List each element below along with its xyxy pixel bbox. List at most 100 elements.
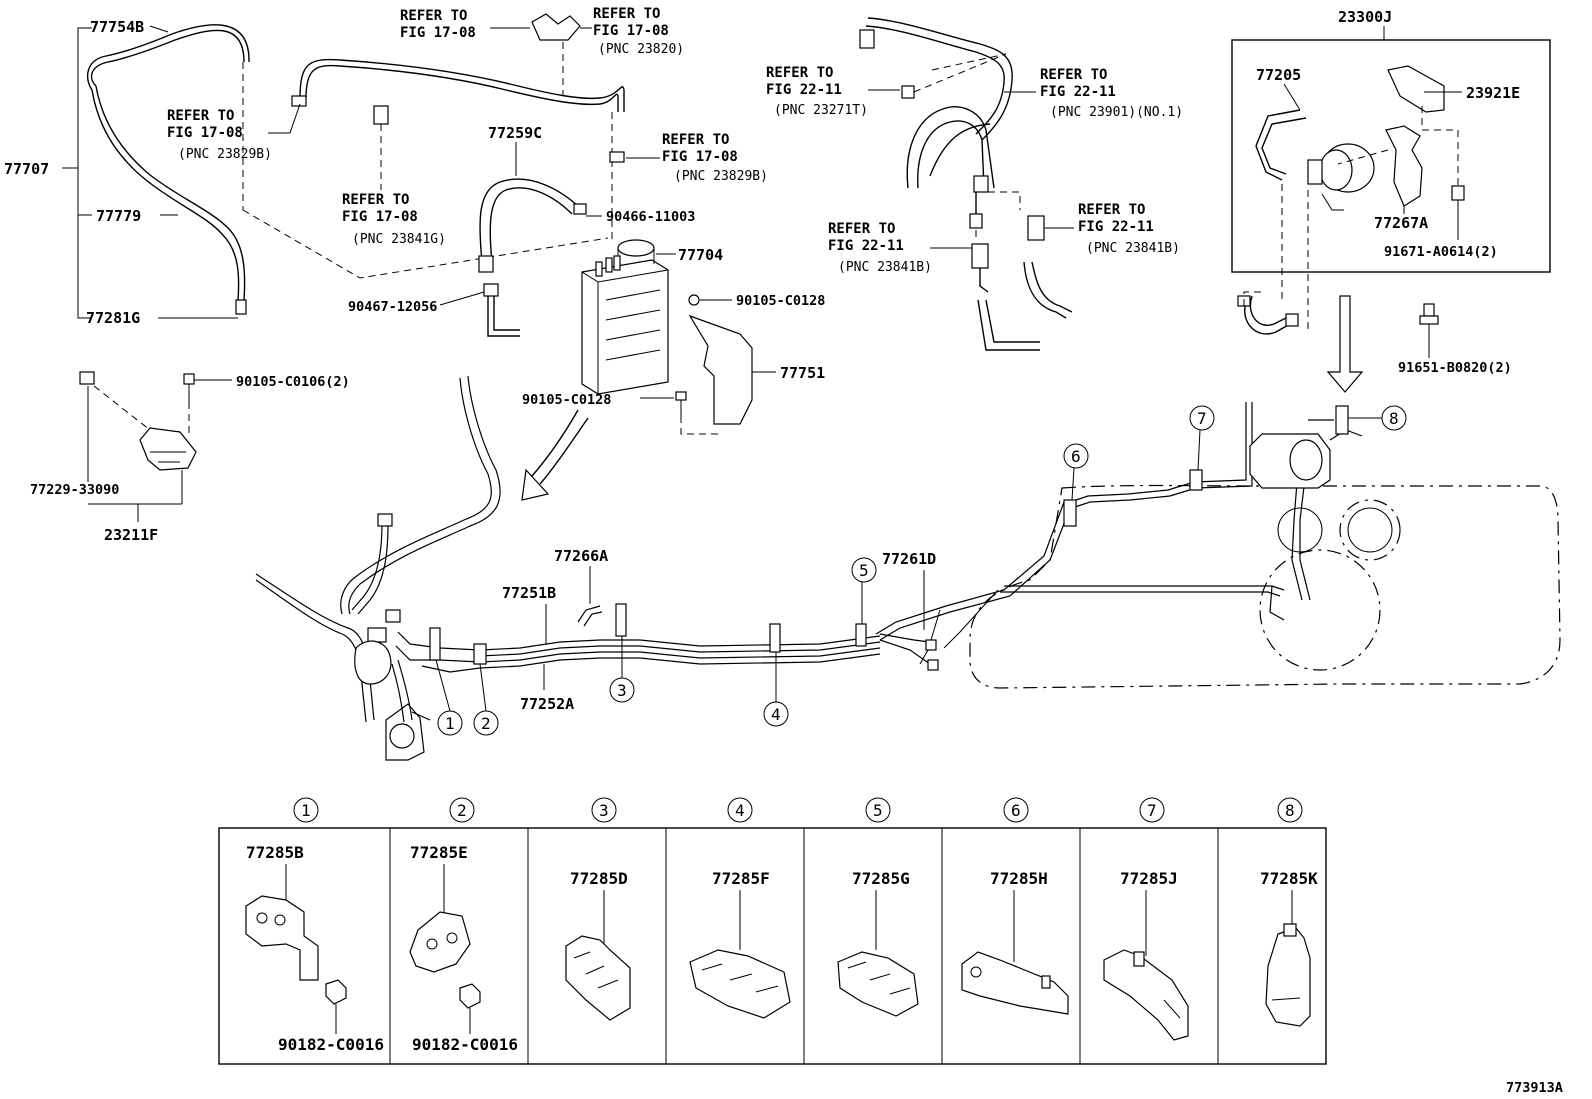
clamp-cell-2: 2 77285E 90182-C0016: [409, 797, 518, 1054]
svg-text:2: 2: [457, 801, 467, 820]
svg-text:REFER TO: REFER TO: [828, 221, 895, 237]
svg-text:5: 5: [859, 561, 869, 580]
callout-8: 8: [1348, 405, 1407, 431]
refer-note-5: REFER TO FIG 17-08 (PNC 23829B): [626, 132, 768, 184]
svg-text:FIG 17-08: FIG 17-08: [342, 209, 418, 225]
svg-text:(PNC 23901)(NO.1): (PNC 23901)(NO.1): [1050, 105, 1183, 120]
svg-text:4: 4: [771, 705, 781, 724]
svg-text:1: 1: [301, 801, 311, 820]
svg-text:(PNC 23829B): (PNC 23829B): [178, 147, 272, 162]
callout-5: 5: [851, 557, 877, 624]
refer-note-6: REFER TO FIG 22-11 (PNC 23271T): [766, 65, 900, 118]
clamp-cell-6: 6 77285H: [961, 797, 1069, 1015]
svg-text:77285E: 77285E: [410, 843, 468, 862]
svg-text:(PNC 23271T): (PNC 23271T): [774, 103, 868, 118]
svg-text:FIG 17-08: FIG 17-08: [167, 125, 243, 141]
svg-text:2: 2: [481, 714, 491, 733]
refer-note-9: REFER TO FIG 22-11 (PNC 23841B): [1044, 202, 1180, 256]
svg-text:FIG 17-08: FIG 17-08: [593, 23, 669, 39]
fuel-tube-assembly: [859, 17, 1073, 351]
clamp-cell-7: 7 77285J: [1103, 797, 1189, 1041]
svg-text:(PNC 23841G): (PNC 23841G): [352, 232, 446, 247]
label-90467: 90467-12056: [348, 299, 437, 315]
svg-text:REFER TO: REFER TO: [593, 6, 660, 22]
figure-id: 773913A: [1506, 1080, 1563, 1096]
label-90105-b: 90105-C0128: [522, 392, 611, 408]
refer-note-7: REFER TO FIG 22-11 (PNC 23901)(NO.1): [1004, 67, 1183, 120]
svg-text:FIG 22-11: FIG 22-11: [1040, 84, 1116, 100]
upper-vapor-pipe: [242, 13, 625, 279]
svg-text:FIG 17-08: FIG 17-08: [662, 149, 738, 165]
label-77704: 77704: [678, 246, 723, 264]
clamp-cell-5: 5 77285G: [837, 797, 919, 1017]
callout-6: 6: [1063, 443, 1089, 501]
main-tube-routing: [255, 375, 1561, 761]
svg-text:8: 8: [1389, 409, 1399, 428]
svg-text:90182-C0016: 90182-C0016: [412, 1035, 518, 1054]
svg-text:77285J: 77285J: [1120, 869, 1178, 888]
label-77751: 77751: [780, 364, 825, 382]
label-77754B: 77754B: [90, 18, 144, 36]
clamp-cell-1: 1 77285B 90182-C0016: [245, 797, 384, 1054]
label-23300J: 23300J: [1338, 8, 1392, 26]
svg-text:FIG 17-08: FIG 17-08: [400, 25, 476, 41]
svg-text:77285K: 77285K: [1260, 869, 1318, 888]
svg-text:FIG 22-11: FIG 22-11: [1078, 219, 1154, 235]
svg-text:(PNC 23829B): (PNC 23829B): [674, 169, 768, 184]
svg-text:REFER TO: REFER TO: [167, 108, 234, 124]
refer-note-4: REFER TO FIG 17-08 (PNC 23841G): [342, 192, 446, 247]
label-23211F: 23211F: [104, 526, 158, 544]
svg-text:77285G: 77285G: [852, 869, 910, 888]
svg-text:REFER TO: REFER TO: [342, 192, 409, 208]
refer-note-3: REFER TO FIG 17-08 (PNC 23829B): [167, 103, 301, 162]
label-77251B: 77251B: [502, 584, 556, 602]
clamp-cell-8: 8 77285K: [1260, 797, 1318, 1027]
svg-text:77285H: 77285H: [990, 869, 1048, 888]
svg-text:4: 4: [735, 801, 745, 820]
callout-3: 3: [609, 636, 635, 703]
svg-text:77285F: 77285F: [712, 869, 770, 888]
refer-note-1: REFER TO FIG 17-08: [400, 8, 530, 41]
label-77261D: 77261D: [882, 550, 936, 568]
svg-text:77285D: 77285D: [570, 869, 628, 888]
svg-text:1: 1: [445, 714, 455, 733]
svg-text:(PNC 23841B): (PNC 23841B): [1086, 241, 1180, 256]
svg-text:6: 6: [1071, 447, 1081, 466]
main-labels: 77266A 77251B 77252A 77261D: [502, 547, 936, 713]
callout-4: 4: [763, 652, 789, 727]
clamp-cell-3: 3 77285D: [565, 797, 631, 1021]
svg-text:REFER TO: REFER TO: [1078, 202, 1145, 218]
clamp-cell-4: 4 77285F: [689, 797, 791, 1019]
refer-note-8: REFER TO FIG 22-11 (PNC 23841B): [828, 221, 972, 275]
label-77266A: 77266A: [554, 547, 608, 565]
label-77229: 77229-33090: [30, 482, 119, 498]
label-91651: 91651-B0820(2): [1398, 360, 1512, 376]
svg-text:FIG 22-11: FIG 22-11: [766, 82, 842, 98]
svg-text:REFER TO: REFER TO: [1040, 67, 1107, 83]
callout-2: 2: [473, 663, 499, 736]
label-77267A: 77267A: [1374, 214, 1428, 232]
svg-text:77285B: 77285B: [246, 843, 304, 862]
label-90105-a: 90105-C0128: [736, 293, 825, 309]
svg-text:6: 6: [1011, 801, 1021, 820]
svg-text:(PNC 23841B): (PNC 23841B): [838, 260, 932, 275]
bracket-group-23211F: 90105-C0106(2) 77229-33090 23211F: [30, 371, 350, 544]
label-77281G: 77281G: [86, 309, 140, 327]
fuel-filter-box-23300J: 23300J 77205 23921E 77267A 91671-A0614(2…: [1231, 8, 1551, 393]
canister-group: 77259C 90466-11003 90467-12056 77704 901…: [348, 124, 825, 501]
label-91671: 91671-A0614(2): [1384, 244, 1498, 260]
svg-text:7: 7: [1197, 409, 1207, 428]
label-77205: 77205: [1256, 66, 1301, 84]
svg-text:3: 3: [617, 681, 627, 700]
svg-text:FIG 22-11: FIG 22-11: [828, 238, 904, 254]
svg-text:8: 8: [1285, 801, 1295, 820]
svg-text:3: 3: [599, 801, 609, 820]
hose-group-77707: 77707 77754B 77779 77281G: [4, 18, 250, 327]
svg-text:(PNC 23820): (PNC 23820): [598, 42, 684, 57]
label-77252A: 77252A: [520, 695, 574, 713]
svg-text:5: 5: [873, 801, 883, 820]
clamp-table: 1 77285B 90182-C0016 2 77285E 90182-C001…: [218, 797, 1327, 1065]
svg-text:7: 7: [1147, 801, 1157, 820]
label-77707: 77707: [4, 160, 49, 178]
